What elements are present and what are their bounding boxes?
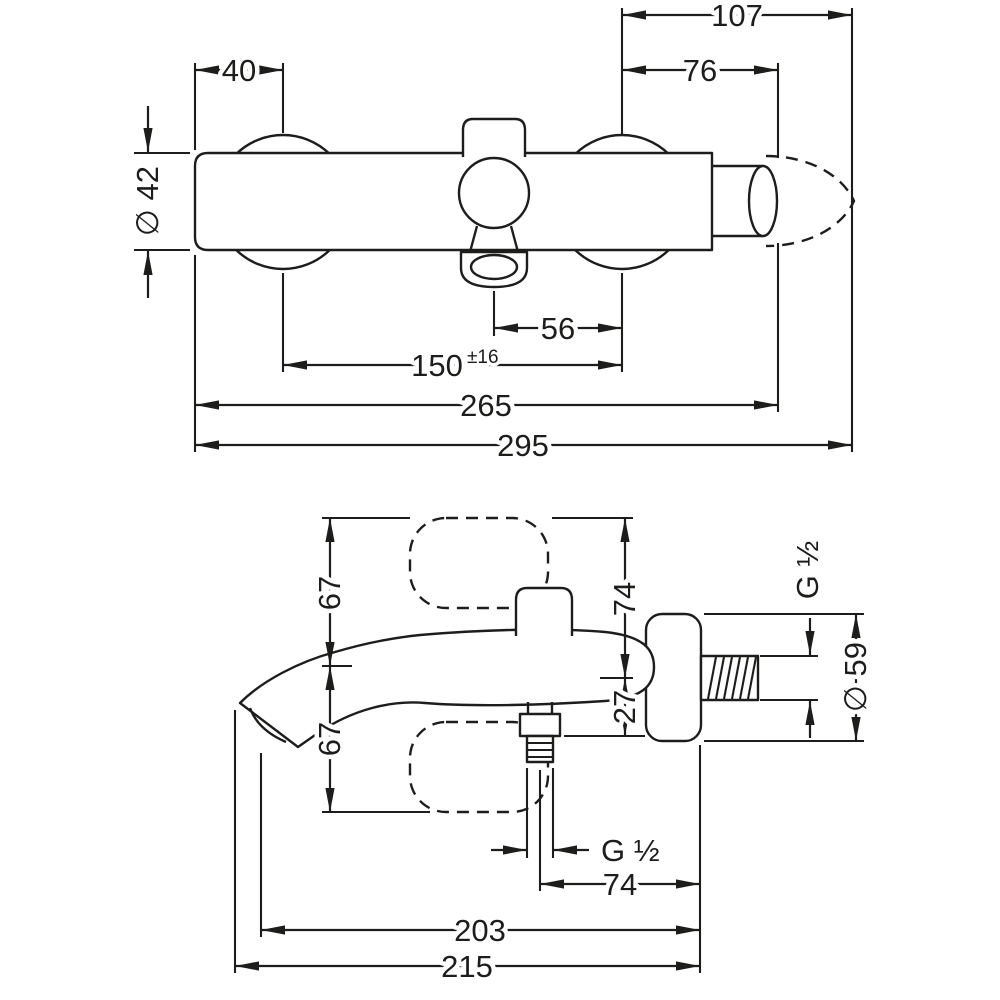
dim-67-upper-label: 67: [312, 576, 347, 610]
side-dimensions: 67 67 74 27 G ½ ∅ 59 G ½ 74 203 215: [235, 518, 878, 989]
bottom-thread-lines: [527, 741, 553, 759]
dim-74-vertical-label: 74: [607, 582, 642, 616]
dim-diameter-42-label: ∅ 42: [130, 166, 165, 236]
dim-215-label: 215: [441, 949, 493, 984]
dim-265-label: 265: [460, 388, 512, 423]
mixer-body: [193, 151, 714, 252]
diverter-knob: [457, 156, 531, 230]
spout-neck-right: [509, 225, 520, 253]
dim-27-label: 27: [607, 690, 642, 724]
spout-neck-left: [468, 225, 479, 253]
dim-295-label: 295: [497, 428, 549, 463]
thread-wall-label: G ½: [790, 541, 825, 600]
dim-107-label: 107: [711, 0, 763, 33]
handle-swing-upper-dashed: [408, 516, 550, 610]
aerator-opening: [469, 253, 519, 281]
dim-40-label: 40: [222, 53, 256, 88]
dim-150-tolerance-label: ±16: [467, 347, 499, 368]
dim-76-label: 76: [683, 53, 717, 88]
dim-203-label: 203: [454, 913, 506, 948]
handle-dashed-outline: [765, 154, 856, 248]
handle-swing-lower-dashed: [408, 720, 550, 814]
bottom-connector-nut: [518, 712, 562, 738]
front-dimensions: 107 40 76 ∅ 42 56 150 ±16 265 295: [126, 0, 852, 468]
dim-67-lower-label: 67: [312, 722, 347, 756]
dim-150-label: 150: [411, 348, 463, 383]
wall-plate: [644, 612, 703, 743]
top-connector: [461, 117, 527, 157]
handle-end-cap: [747, 164, 779, 238]
dim-74-horizontal-label: 74: [603, 867, 637, 902]
front-view: [193, 117, 856, 289]
top-connector-side: [514, 586, 574, 636]
body-spout-profile: [238, 628, 656, 749]
side-view: [238, 516, 760, 814]
dim-diameter-59-label: ∅ 59: [838, 642, 873, 712]
dim-56-label: 56: [541, 311, 575, 346]
thread-hatching: [706, 656, 758, 700]
spout-mouth-rim: [248, 707, 287, 744]
thread-bottom-label: G ½: [601, 833, 660, 868]
spout-cup: [459, 250, 529, 289]
side-extension-lines: [233, 516, 864, 973]
